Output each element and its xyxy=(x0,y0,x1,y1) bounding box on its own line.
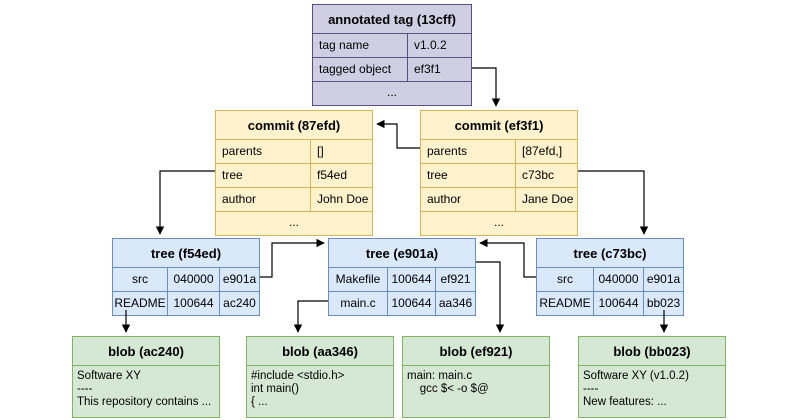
tree-row: src 040000 e901a xyxy=(536,268,684,292)
tree-title: tree (c73bc) xyxy=(536,238,684,268)
tree-entry-hash: aa346 xyxy=(435,292,475,315)
commit-row-key: tree xyxy=(222,168,243,182)
tree-title: tree (e901a) xyxy=(328,238,476,268)
tree-entry-hash: ef921 xyxy=(435,268,475,291)
tree-entry-hash: bb023 xyxy=(643,292,683,315)
commit-node-87efd: commit (87efd) parents [] tree f54ed aut… xyxy=(215,110,373,236)
commit-row-key: author xyxy=(427,192,462,206)
tag-title: annotated tag (13cff) xyxy=(312,4,472,34)
blob-node-ac240: blob (ac240) Software XY ---- This repos… xyxy=(72,336,220,418)
commit-row-value: John Doe xyxy=(310,188,372,211)
tag-row-key: tagged object xyxy=(319,62,392,76)
tag-row: tag name v1.0.2 xyxy=(312,34,472,58)
commit-row: tree f54ed xyxy=(215,164,373,188)
commit-row: tree c73bc xyxy=(420,164,578,188)
blob-content: #include <stdio.h> int main() { ... xyxy=(246,366,394,418)
tree-entry-hash: ac240 xyxy=(219,292,259,315)
commit-row-value: f54ed xyxy=(310,164,372,187)
tree-row: Makefile 100644 ef921 xyxy=(328,268,476,292)
commit-ef3f1-tree-arrow xyxy=(578,170,649,235)
tree-entry-hash: e901a xyxy=(219,268,259,291)
blob-title: blob (ef921) xyxy=(402,336,550,366)
tree-entry-hash: e901a xyxy=(643,268,683,291)
tree-entry-mode: 040000 xyxy=(167,268,219,291)
annotated-tag-node: annotated tag (13cff) tag name v1.0.2 ta… xyxy=(312,4,472,106)
commit-row-value: c73bc xyxy=(515,164,577,187)
tree-node-c73bc: tree (c73bc) src 040000 e901a README 100… xyxy=(536,238,684,316)
tree-entry-name: src xyxy=(557,272,573,286)
blob-title: blob (bb023) xyxy=(578,336,726,366)
commit-87efd-tree-arrow xyxy=(155,170,215,235)
commit-row-key: parents xyxy=(222,144,263,158)
tree-e901a-makefile-arrow xyxy=(476,261,505,333)
commit-row-key: parents xyxy=(427,144,468,158)
tree-entry-mode: 100644 xyxy=(387,268,435,291)
blob-content: main: main.c gcc $< -o $@ xyxy=(402,366,550,418)
commit-row-value: Jane Doe xyxy=(515,188,577,211)
commit-parent-arrow xyxy=(376,119,420,149)
tree-entry-name: Makefile xyxy=(335,272,381,286)
tree-title: tree (f54ed) xyxy=(112,238,260,268)
tree-entry-mode: 040000 xyxy=(593,268,643,291)
tree-entry-mode: 100644 xyxy=(387,292,435,315)
commit-row-value: [] xyxy=(310,140,372,163)
tag-row-value: v1.0.2 xyxy=(407,34,471,57)
blob-title: blob (ac240) xyxy=(72,336,220,366)
commit-title: commit (ef3f1) xyxy=(420,110,578,140)
commit-ellipsis: ... xyxy=(215,212,373,236)
tree-entry-name: main.c xyxy=(340,296,376,310)
blob-title: blob (aa346) xyxy=(246,336,394,366)
tag-to-commit-arrow xyxy=(472,67,501,107)
tree-row: main.c 100644 aa346 xyxy=(328,292,476,316)
commit-row: parents [] xyxy=(215,140,373,164)
tree-e901a-mainc-arrow xyxy=(293,300,328,333)
blob-node-bb023: blob (bb023) Software XY (v1.0.2) ---- N… xyxy=(578,336,726,418)
tag-ellipsis: ... xyxy=(312,82,472,106)
tree-entry-name: README xyxy=(539,296,591,310)
tree-row: README 100644 ac240 xyxy=(112,292,260,316)
tree-row: README 100644 bb023 xyxy=(536,292,684,316)
blob-node-aa346: blob (aa346) #include <stdio.h> int main… xyxy=(246,336,394,418)
commit-node-ef3f1: commit (ef3f1) parents [87efd,] tree c73… xyxy=(420,110,578,236)
tag-row-key: tag name xyxy=(319,38,370,52)
blob-content: Software XY (v1.0.2) ---- New features: … xyxy=(578,366,726,418)
tree-entry-name: README xyxy=(114,296,166,310)
commit-row: author Jane Doe xyxy=(420,188,578,212)
commit-ellipsis: ... xyxy=(420,212,578,236)
commit-title: commit (87efd) xyxy=(215,110,373,140)
tree-c73bc-src-arrow xyxy=(479,238,536,278)
tree-entry-mode: 100644 xyxy=(593,292,643,315)
tree-f54ed-src-arrow xyxy=(260,238,325,278)
tree-entry-name: src xyxy=(132,272,148,286)
commit-row-key: author xyxy=(222,192,257,206)
commit-row: author John Doe xyxy=(215,188,373,212)
commit-row-value: [87efd,] xyxy=(515,140,577,163)
tag-row: tagged object ef3f1 xyxy=(312,58,472,82)
tree-node-f54ed: tree (f54ed) src 040000 e901a README 100… xyxy=(112,238,260,316)
tree-row: src 040000 e901a xyxy=(112,268,260,292)
tag-row-value: ef3f1 xyxy=(407,58,471,81)
tree-node-e901a: tree (e901a) Makefile 100644 ef921 main.… xyxy=(328,238,476,316)
commit-row-key: tree xyxy=(427,168,448,182)
blob-content: Software XY ---- This repository contain… xyxy=(72,366,220,418)
commit-row: parents [87efd,] xyxy=(420,140,578,164)
blob-node-ef921: blob (ef921) main: main.c gcc $< -o $@ xyxy=(402,336,550,418)
tree-entry-mode: 100644 xyxy=(167,292,219,315)
